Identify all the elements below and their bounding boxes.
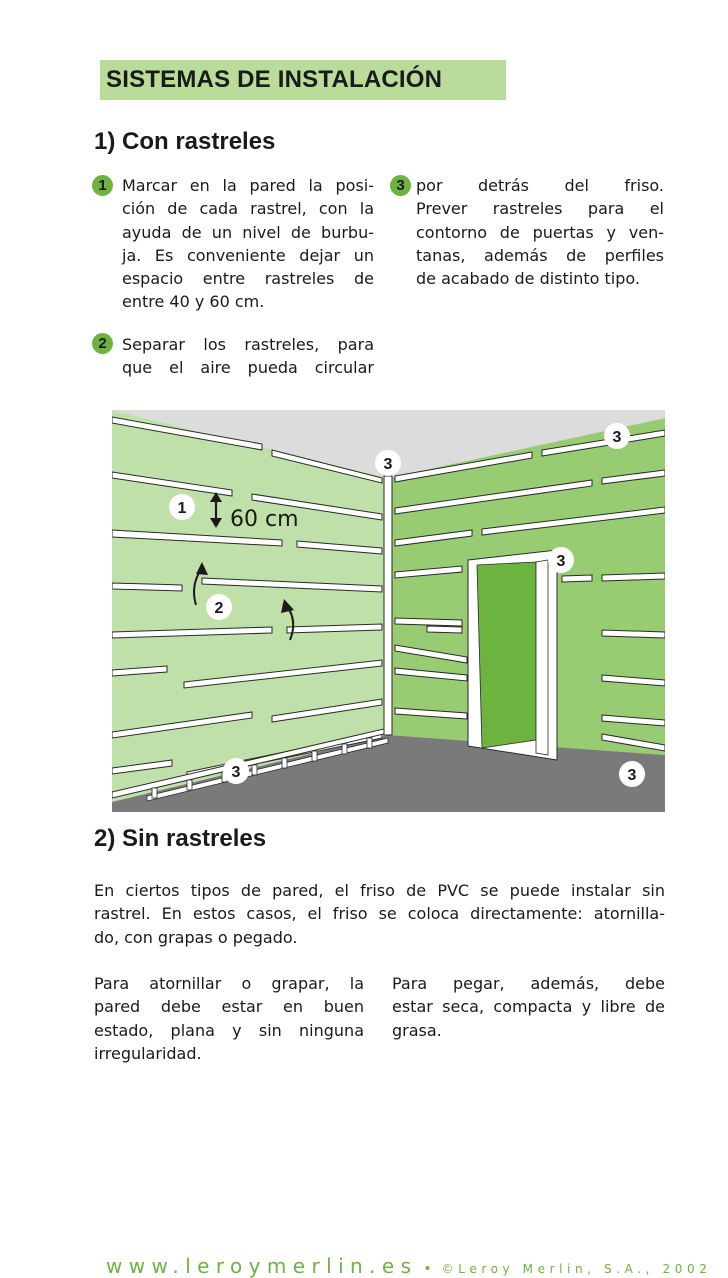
text-line: estar seca, compacta y libre de: [392, 997, 665, 1017]
text-line: irregularidad.: [94, 1043, 202, 1063]
badge-3-top-right: 3: [604, 423, 630, 449]
badge-3-corner: 3: [375, 450, 401, 476]
badge-3-corner-label: 3: [384, 456, 393, 473]
footer-separator: •: [423, 1261, 432, 1277]
screw-staple-text: Para atornillar o grapar, la pared debe e…: [94, 972, 364, 1065]
text-line: Separar los rastreles, para: [122, 335, 374, 354]
text-line: Prever rastreles para el: [416, 199, 664, 219]
arrow-head-2: [281, 599, 294, 613]
badge-3-door-label: 3: [557, 553, 566, 570]
right-battens: [394, 429, 665, 752]
measure-indicator: [210, 492, 222, 528]
text-line: por detrás del friso.: [416, 176, 664, 195]
installation-illustration: 60 cm 1 2 3 3 3 3 3: [112, 410, 665, 812]
badge-1-label: 1: [178, 500, 187, 517]
text-line: grasa.: [392, 1020, 442, 1040]
glue-text: Para pegar, además, debe estar seca, comp…: [392, 972, 665, 1042]
step-number-3: 3: [390, 175, 411, 196]
text-line: de acabado de distinto tipo.: [416, 269, 640, 289]
footer: www.leroymerlin.es • ©Leroy Merlin, S.A., …: [106, 1254, 711, 1278]
step1-text: Marcar en la pared la posi-ción de cada …: [122, 174, 374, 314]
text-line: espacio entre rastreles de: [122, 269, 374, 289]
text-line: rastrel. En estos casos, el friso se col…: [94, 904, 665, 924]
text-line: ción de cada rastrel, con la: [122, 199, 374, 219]
text-line: Para pegar, además, debe: [392, 974, 665, 993]
badge-3-top-right-label: 3: [613, 429, 622, 446]
footer-copyright: ©Leroy Merlin, S.A., 2002: [441, 1262, 712, 1276]
badge-2: 2: [206, 594, 232, 620]
text-line: pared debe estar en buen: [94, 997, 364, 1017]
text-line: estado, plana y sin ninguna: [94, 1020, 364, 1040]
heading-con-rastreles: 1) Con rastreles: [94, 128, 276, 155]
measure-label: 60 cm: [230, 507, 299, 532]
badge-3-floor-left: 3: [223, 758, 249, 784]
text-line: entre 40 y 60 cm.: [122, 292, 265, 312]
corner-profile: [383, 475, 393, 736]
text-line: En ciertos tipos de pared, el friso de P…: [94, 881, 665, 900]
text-line: ja. Es conveniente dejar un: [122, 245, 374, 265]
step-number-2: 2: [92, 333, 113, 354]
arrow-head-1: [196, 562, 208, 575]
ceiling: [112, 410, 665, 478]
badge-3-door: 3: [548, 547, 574, 573]
step3-text: por detrás del friso. Prever rastreles pa…: [416, 174, 664, 290]
text-line: Marcar en la pared la posi-: [122, 176, 374, 195]
text-line: do, con grapas o pegado.: [94, 927, 298, 947]
heading-sin-rastreles: 2) Sin rastreles: [94, 825, 267, 852]
badge-3-floor-left-label: 3: [232, 764, 241, 781]
step-number-1: 1: [92, 175, 113, 196]
floor-profiles: [146, 737, 389, 802]
badge-2-label: 2: [215, 600, 224, 617]
step2-text: Separar los rastreles, para que el aire p…: [122, 333, 374, 380]
door-jamb: [535, 559, 549, 756]
door-panel: [476, 561, 537, 749]
page-title: SISTEMAS DE INSTALACIÓN: [106, 66, 443, 93]
section-title-box: SISTEMAS DE INSTALACIÓN: [100, 60, 506, 100]
text-line: que el aire pueda circular: [122, 358, 374, 378]
badge-3-floor-right: 3: [619, 761, 645, 787]
text-line: tanas, además de perfiles: [416, 245, 664, 265]
intro-text: En ciertos tipos de pared, el friso de P…: [94, 879, 665, 949]
footer-website: www.leroymerlin.es: [106, 1254, 418, 1278]
text-line: contorno de puertas y ven-: [416, 222, 664, 242]
badge-1: 1: [169, 494, 195, 520]
text-line: Para atornillar o grapar, la: [94, 974, 364, 993]
badge-3-floor-right-label: 3: [628, 767, 637, 784]
text-line: ayuda de un nivel de burbu-: [122, 222, 374, 242]
